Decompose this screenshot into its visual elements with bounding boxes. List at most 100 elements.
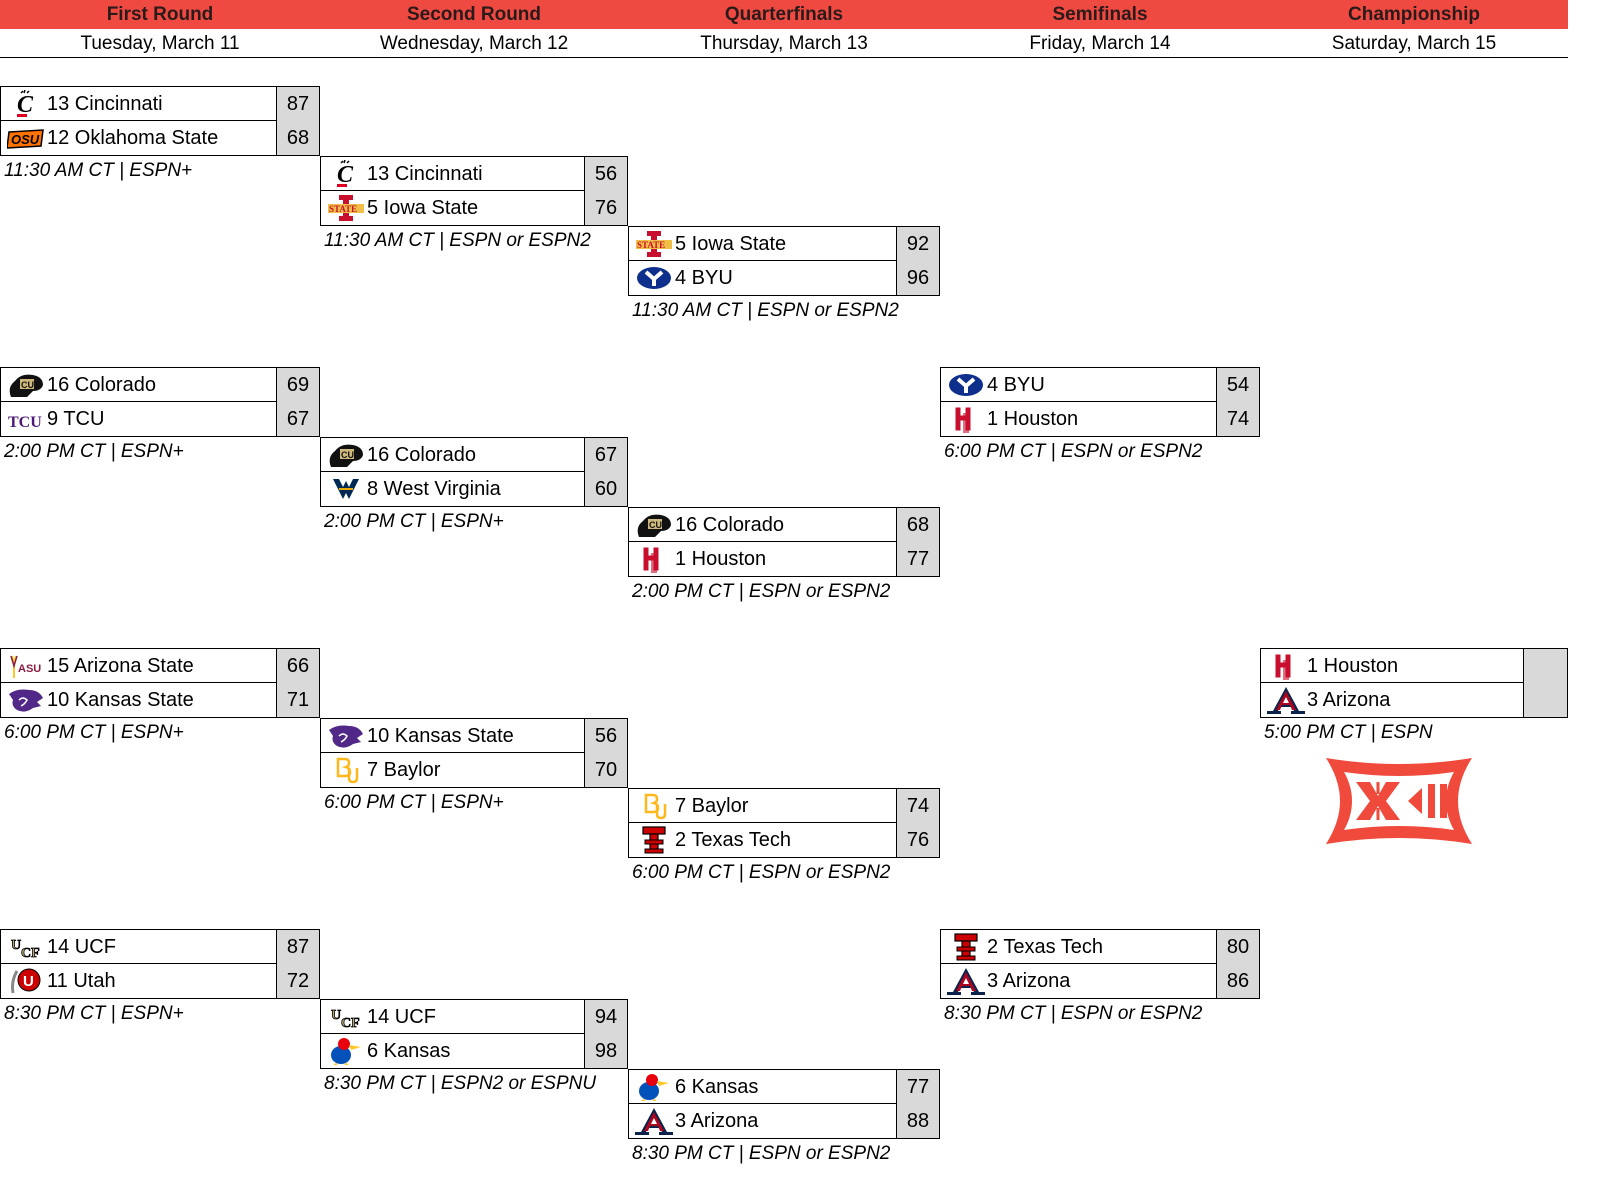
kansas-logo-icon bbox=[635, 1073, 673, 1101]
team-row[interactable]: 1 Houston 77 bbox=[628, 542, 940, 577]
team-score: 77 bbox=[896, 1070, 939, 1104]
team-score: 54 bbox=[1216, 368, 1259, 402]
team-row[interactable]: 1 Houston bbox=[1260, 648, 1568, 683]
game-time-network: 6:00 PM CT | ESPN+ bbox=[4, 722, 184, 743]
team-row[interactable]: 9 TCU 67 bbox=[0, 402, 320, 437]
big-12-logo-icon bbox=[1326, 758, 1472, 844]
team-score: 98 bbox=[584, 1034, 627, 1068]
byu-logo-icon bbox=[947, 371, 985, 399]
team-row[interactable]: 16 Colorado 69 bbox=[0, 367, 320, 402]
game-time-network: 2:00 PM CT | ESPN+ bbox=[4, 441, 184, 462]
team-score: 76 bbox=[584, 191, 627, 225]
team-name: 9 TCU bbox=[47, 408, 105, 430]
team-row[interactable]: 3 Arizona 86 bbox=[940, 964, 1260, 999]
team-score: 56 bbox=[584, 719, 627, 753]
team-row[interactable]: 11 Utah 72 bbox=[0, 964, 320, 999]
round-date-championship: Saturday, March 15 bbox=[1331, 33, 1497, 54]
team-row[interactable]: 7 Baylor 70 bbox=[320, 753, 628, 788]
team-row[interactable]: 3 Arizona bbox=[1260, 683, 1568, 718]
team-row[interactable]: 12 Oklahoma State 68 bbox=[0, 121, 320, 156]
team-row[interactable]: 16 Colorado 68 bbox=[628, 507, 940, 542]
round-date-second: Wednesday, March 12 bbox=[379, 33, 569, 54]
houston-logo-icon bbox=[1267, 652, 1305, 680]
team-row[interactable]: 14 UCF 87 bbox=[0, 929, 320, 964]
game-time-network: 2:00 PM CT | ESPN+ bbox=[324, 511, 504, 532]
team-score: 88 bbox=[896, 1104, 939, 1138]
kansas-state-logo-icon bbox=[7, 686, 45, 714]
team-row[interactable]: 16 Colorado 67 bbox=[320, 437, 628, 472]
game-time-network: 6:00 PM CT | ESPN+ bbox=[324, 792, 504, 813]
team-name: 3 Arizona bbox=[987, 970, 1071, 992]
team-score: 69 bbox=[276, 368, 319, 402]
team-score: 66 bbox=[276, 649, 319, 683]
team-name: 7 Baylor bbox=[367, 759, 441, 781]
team-row[interactable]: 2 Texas Tech 80 bbox=[940, 929, 1260, 964]
game-time-network: 8:30 PM CT | ESPN2 or ESPNU bbox=[324, 1073, 597, 1094]
game-time-network: 8:30 PM CT | ESPN+ bbox=[4, 1003, 184, 1024]
team-name: 16 Colorado bbox=[367, 444, 476, 466]
team-name: 1 Houston bbox=[1307, 655, 1399, 677]
kansas-state-logo-icon bbox=[327, 722, 365, 750]
team-row[interactable]: 6 Kansas 98 bbox=[320, 1034, 628, 1069]
iowa-state-logo-icon bbox=[635, 230, 673, 258]
team-name: 5 Iowa State bbox=[367, 197, 479, 219]
game-time-network: 8:30 PM CT | ESPN or ESPN2 bbox=[944, 1003, 1203, 1024]
team-score: 72 bbox=[276, 964, 319, 998]
team-name: 3 Arizona bbox=[675, 1110, 759, 1132]
team-row[interactable]: 15 Arizona State 66 bbox=[0, 648, 320, 683]
team-row[interactable]: 7 Baylor 74 bbox=[628, 788, 940, 823]
team-row[interactable]: 4 BYU 54 bbox=[940, 367, 1260, 402]
tcu-logo-icon bbox=[7, 405, 45, 433]
team-score: 80 bbox=[1216, 930, 1259, 964]
team-row[interactable]: 13 Cincinnati 56 bbox=[320, 156, 628, 191]
team-row[interactable]: 14 UCF 94 bbox=[320, 999, 628, 1034]
game-time-network: 11:30 AM CT | ESPN or ESPN2 bbox=[324, 230, 591, 251]
game-time-network: 11:30 AM CT | ESPN or ESPN2 bbox=[632, 300, 899, 321]
team-row[interactable]: 2 Texas Tech 76 bbox=[628, 823, 940, 858]
team-row[interactable]: 3 Arizona 88 bbox=[628, 1104, 940, 1139]
team-score: 77 bbox=[896, 542, 939, 576]
team-score: 67 bbox=[584, 438, 627, 472]
team-score: 71 bbox=[276, 683, 319, 717]
baylor-logo-icon bbox=[327, 756, 365, 784]
team-score: 86 bbox=[1216, 964, 1259, 998]
team-score: 76 bbox=[896, 823, 939, 857]
team-name: 10 Kansas State bbox=[47, 689, 194, 711]
team-row[interactable]: 10 Kansas State 56 bbox=[320, 718, 628, 753]
team-row[interactable]: 4 BYU 96 bbox=[628, 261, 940, 296]
team-name: 16 Colorado bbox=[47, 374, 156, 396]
utah-logo-icon bbox=[7, 967, 45, 995]
round-label-quarterfinals: Quarterfinals bbox=[724, 4, 844, 25]
team-name: 4 BYU bbox=[987, 374, 1045, 396]
kansas-logo-icon bbox=[327, 1037, 365, 1065]
team-score: 94 bbox=[584, 1000, 627, 1034]
team-name: 12 Oklahoma State bbox=[47, 127, 219, 149]
team-row[interactable]: 8 West Virginia 60 bbox=[320, 472, 628, 507]
team-name: 13 Cincinnati bbox=[367, 163, 483, 185]
team-name: 14 UCF bbox=[47, 936, 116, 958]
team-name: 1 Houston bbox=[987, 408, 1079, 430]
team-name: 6 Kansas bbox=[367, 1040, 451, 1062]
team-row[interactable]: 10 Kansas State 71 bbox=[0, 683, 320, 718]
team-row[interactable]: 13 Cincinnati 87 bbox=[0, 86, 320, 121]
colorado-logo-icon bbox=[635, 511, 673, 539]
round-date-quarterfinals: Thursday, March 13 bbox=[700, 33, 868, 54]
team-name: 8 West Virginia bbox=[367, 478, 501, 500]
team-score: 87 bbox=[276, 87, 319, 121]
team-row[interactable]: 5 Iowa State 76 bbox=[320, 191, 628, 226]
team-name: 4 BYU bbox=[675, 267, 733, 289]
arizona-logo-icon bbox=[947, 967, 985, 995]
west-virginia-logo-icon bbox=[327, 475, 365, 503]
team-row[interactable]: 5 Iowa State 92 bbox=[628, 226, 940, 261]
team-row[interactable]: 6 Kansas 77 bbox=[628, 1069, 940, 1104]
team-row[interactable]: 1 Houston 74 bbox=[940, 402, 1260, 437]
arizona-logo-icon bbox=[635, 1107, 673, 1135]
arizona-logo-icon bbox=[1267, 686, 1305, 714]
team-score: 67 bbox=[276, 402, 319, 436]
team-name: 2 Texas Tech bbox=[987, 936, 1104, 958]
oklahoma-state-logo-icon bbox=[7, 124, 45, 152]
baylor-logo-icon bbox=[635, 792, 673, 820]
team-name: 15 Arizona State bbox=[47, 655, 194, 677]
team-score: 68 bbox=[896, 508, 939, 542]
team-name: 13 Cincinnati bbox=[47, 93, 163, 115]
